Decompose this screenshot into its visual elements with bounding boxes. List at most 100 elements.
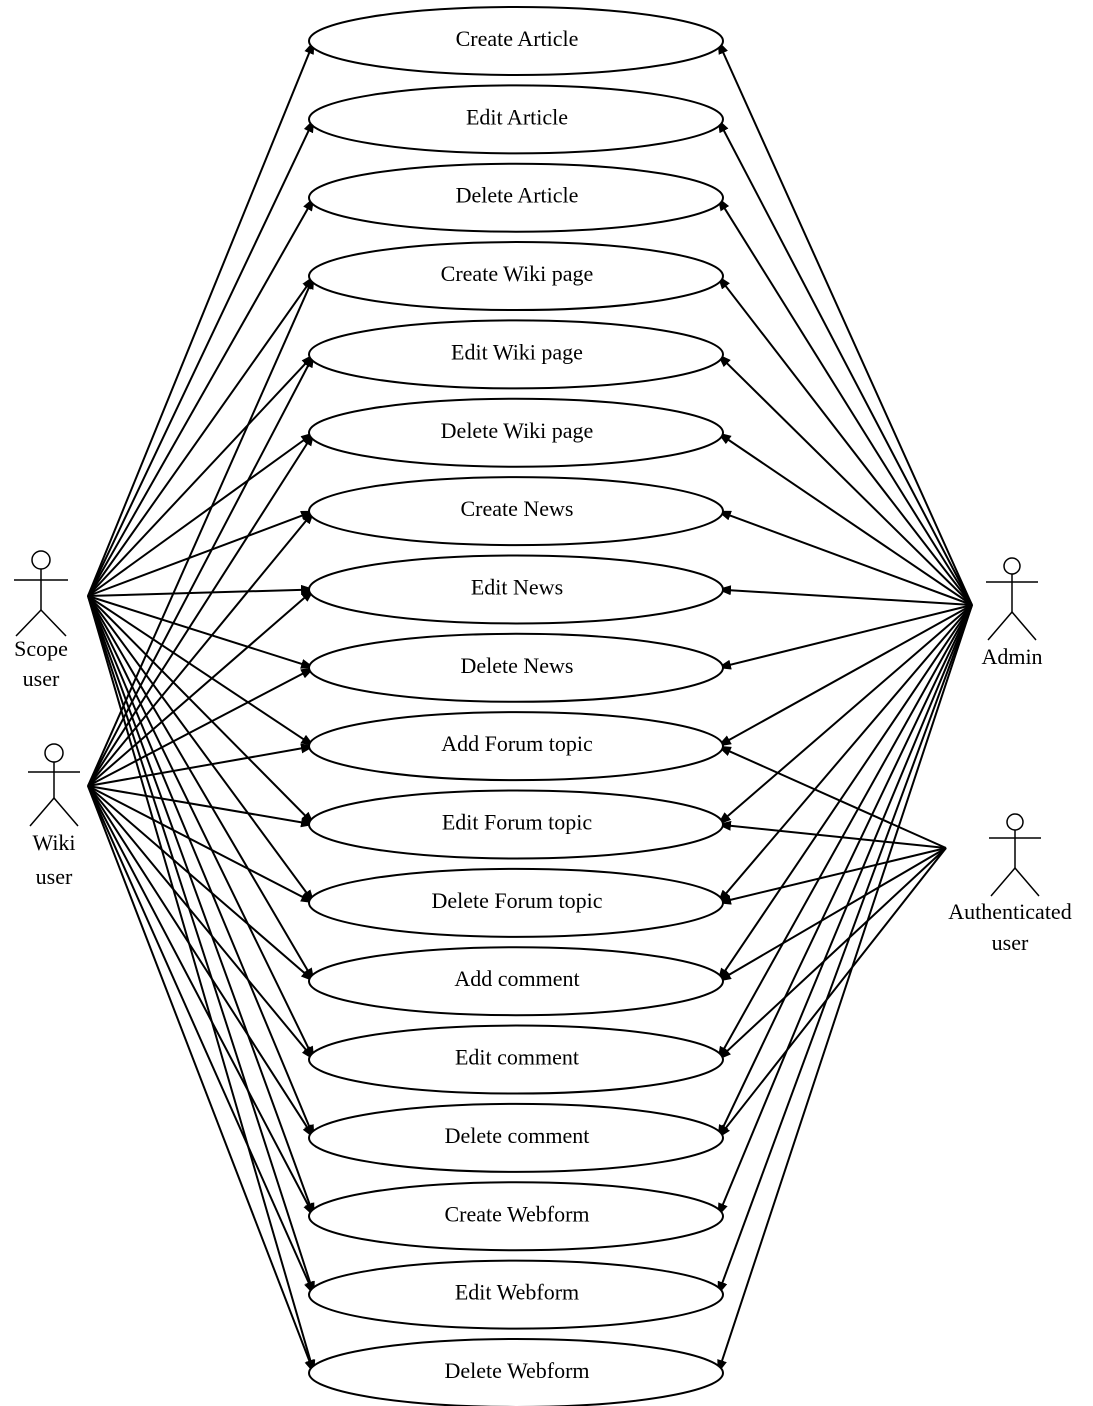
use-case-item: Create Webform xyxy=(308,1181,724,1252)
use-case-label: Add comment xyxy=(454,966,579,991)
association-arrow-wiki-user xyxy=(87,275,315,787)
use-case-item: Delete Article xyxy=(308,162,724,233)
association-arrow-scope-user xyxy=(87,353,315,597)
association-arrow-wiki-user xyxy=(87,785,315,982)
use-case-label: Delete Webform xyxy=(444,1358,589,1383)
association-arrow-admin xyxy=(717,604,973,670)
use-case-item: Edit comment xyxy=(308,1024,724,1095)
use-case-label: Edit Webform xyxy=(455,1280,579,1305)
association-arrow-admin xyxy=(717,196,973,606)
association-arrow-scope-user xyxy=(87,510,315,597)
actor-scope-user: Scope user xyxy=(14,550,68,691)
use-case-item: Edit Article xyxy=(308,84,724,155)
association-arrow-scope-user xyxy=(87,196,315,597)
use-case-item: Create Article xyxy=(308,6,724,76)
use-case-label: Add Forum topic xyxy=(441,731,593,756)
association-arrow-admin xyxy=(717,604,973,983)
use-case-item: Add Forum topic xyxy=(308,711,724,782)
association-arrow-authenticated-user xyxy=(717,847,947,983)
use-case-label: Create Wiki page xyxy=(441,261,594,286)
association-arrow-scope-user xyxy=(87,595,316,1374)
use-case-label: Edit comment xyxy=(455,1045,579,1070)
association-arrow-wiki-user xyxy=(87,785,315,1139)
use-case-ellipse xyxy=(308,84,724,155)
association-arrow-authenticated-user xyxy=(717,847,947,1139)
use-case-ellipse xyxy=(308,6,724,76)
use-case-label: Delete Article xyxy=(456,183,579,208)
association-arrow-authenticated-user xyxy=(717,820,947,849)
use-case-label: Create Webform xyxy=(444,1201,589,1226)
use-case-item: Delete comment xyxy=(308,1102,724,1173)
use-case-label: Edit Wiki page xyxy=(451,339,583,364)
stick-figure-icon xyxy=(14,550,68,637)
association-arrow-admin xyxy=(717,353,973,606)
association-arrow-admin xyxy=(717,431,973,606)
use-case-item: Delete Forum topic xyxy=(308,867,724,938)
association-arrow-admin xyxy=(717,275,973,606)
stick-figure-icon xyxy=(986,557,1038,641)
association-arrow-wiki-user xyxy=(87,588,315,787)
use-case-item: Edit News xyxy=(308,554,724,625)
use-case-ellipse xyxy=(308,1259,724,1330)
use-case-item: Create Wiki page xyxy=(308,241,724,312)
use-case-ellipse xyxy=(308,867,724,938)
use-case-ellipse xyxy=(308,162,724,233)
association-arrow-admin xyxy=(717,604,973,1061)
use-case-label: Edit News xyxy=(471,574,563,599)
use-case-ellipse xyxy=(308,1102,724,1173)
use-case-label: Create News xyxy=(460,496,573,521)
association-arrow-wiki-user xyxy=(87,785,315,1296)
actor-wiki-user: Wiki user xyxy=(28,743,80,889)
use-case-ellipse xyxy=(308,554,724,625)
association-arrow-authenticated-user xyxy=(717,847,947,905)
use-case-ellipse xyxy=(308,711,724,782)
use-case-ellipse xyxy=(308,241,724,312)
stick-figure-icon xyxy=(989,813,1041,897)
association-arrow-wiki-user xyxy=(87,431,315,787)
association-arrow-scope-user xyxy=(87,595,315,904)
actor-authenticated-user: Authenticated user xyxy=(948,813,1072,955)
association-lines xyxy=(87,40,973,1374)
association-arrow-authenticated-user xyxy=(717,847,947,1061)
association-arrow-admin xyxy=(717,604,973,1218)
association-arrow-admin xyxy=(717,604,973,826)
stick-figure-icon xyxy=(28,743,80,827)
use-case-ellipse xyxy=(308,1181,724,1252)
association-arrow-scope-user xyxy=(87,118,315,597)
use-case-ellipse xyxy=(308,319,724,390)
use-case-ellipse xyxy=(308,946,724,1017)
actor-label-line: user xyxy=(23,666,60,691)
association-arrow-scope-user xyxy=(87,595,315,1061)
association-arrow-scope-user xyxy=(87,595,315,1296)
use-case-label: Delete comment xyxy=(445,1123,590,1148)
use-case-ellipse xyxy=(308,1337,724,1406)
use-case-label: Create Article xyxy=(456,26,579,51)
use-case-label: Delete Wiki page xyxy=(441,418,594,443)
association-arrow-scope-user xyxy=(87,595,315,826)
actor-label-line: user xyxy=(992,930,1029,955)
association-arrow-admin xyxy=(717,40,973,606)
association-arrow-wiki-user xyxy=(87,353,315,787)
association-arrow-admin xyxy=(717,118,973,606)
association-arrow-wiki-user xyxy=(87,666,315,787)
use-case-item: Delete News xyxy=(308,632,724,703)
use-case-ellipse xyxy=(308,1024,724,1095)
actor-label-line: Wiki xyxy=(32,830,75,855)
actor-label-line: Scope xyxy=(14,636,68,661)
association-arrow-admin xyxy=(717,510,973,606)
association-arrow-scope-user xyxy=(87,431,315,597)
association-arrow-wiki-user xyxy=(87,785,315,1218)
use-case-item: Delete Webform xyxy=(308,1337,724,1406)
association-arrow-authenticated-user xyxy=(717,745,947,849)
association-arrow-admin xyxy=(717,604,973,748)
use-case-label: Delete Forum topic xyxy=(431,888,602,913)
association-arrow-admin xyxy=(717,604,973,904)
association-arrow-scope-user xyxy=(87,595,315,983)
association-arrow-wiki-user xyxy=(87,785,315,1061)
association-arrow-wiki-user xyxy=(87,785,315,828)
actor-label-line: user xyxy=(36,864,73,889)
use-case-item: Edit Forum topic xyxy=(308,789,724,860)
use-case-ellipse xyxy=(308,632,724,703)
